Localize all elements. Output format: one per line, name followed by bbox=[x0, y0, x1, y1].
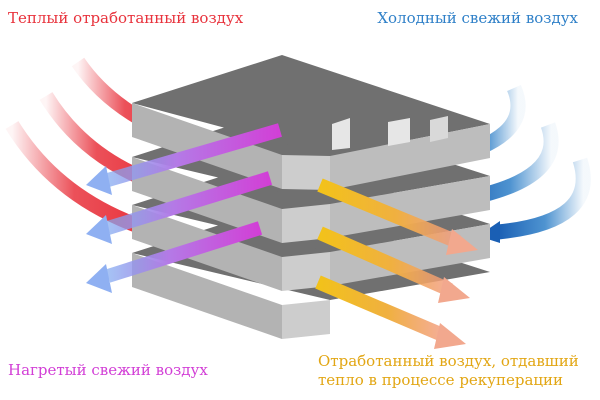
notch-wall-3 bbox=[430, 116, 448, 142]
cooled-exhaust-arrow-2 bbox=[317, 226, 453, 297]
plate-2-right-side bbox=[330, 176, 490, 238]
cooled-exhaust-arrowhead-3 bbox=[434, 323, 466, 349]
label-cooled-exhaust-air: Отработанный воздух, отдавший тепло в пр… bbox=[318, 352, 579, 390]
plate-3-top bbox=[132, 157, 490, 252]
cooled-exhaust-arrow-1 bbox=[317, 178, 461, 249]
heated-fresh-arrowhead-1 bbox=[86, 166, 112, 195]
plate-3-front-side bbox=[282, 252, 330, 291]
notch-wall-1 bbox=[332, 118, 350, 150]
plate-1-front-side bbox=[282, 155, 330, 190]
notch-wall-2 bbox=[388, 118, 410, 146]
plate-4-front-side bbox=[282, 300, 330, 339]
heated-fresh-arrowhead-3 bbox=[86, 264, 112, 293]
plate-notch-walls bbox=[332, 116, 448, 150]
label-cooled-exhaust-line1: Отработанный воздух, отдавший bbox=[318, 352, 579, 370]
heated-fresh-arrow-3 bbox=[105, 221, 263, 283]
cooled-exhaust-arrowhead-2 bbox=[438, 277, 470, 303]
cooled-exhaust-arrowhead-1 bbox=[446, 229, 478, 255]
plate-4-top bbox=[132, 205, 490, 300]
label-cold-fresh-air: Холодный свежий воздух bbox=[377, 9, 578, 27]
plate-2-front-side bbox=[282, 204, 330, 243]
heated-fresh-outlet-arrows bbox=[86, 123, 282, 293]
heated-fresh-arrow-1 bbox=[106, 123, 282, 187]
cooled-exhaust-outlet-arrows bbox=[315, 178, 478, 349]
plate-4-left-side bbox=[132, 253, 282, 339]
label-warm-exhaust-air: Теплый отработанный воздух bbox=[8, 9, 244, 27]
cold-fresh-arrow-3 bbox=[497, 157, 591, 240]
label-cooled-exhaust-line2: тепло в процессе рекуперации bbox=[318, 371, 564, 389]
label-heated-fresh-air: Нагретый свежий воздух bbox=[8, 361, 208, 379]
heated-fresh-arrowhead-2 bbox=[86, 215, 112, 244]
plate-stack bbox=[132, 55, 490, 339]
cooled-exhaust-arrow-3 bbox=[315, 275, 448, 343]
plate-4 bbox=[132, 205, 490, 339]
plate-1-right-side bbox=[330, 124, 490, 190]
heated-fresh-arrow-2 bbox=[105, 171, 273, 235]
